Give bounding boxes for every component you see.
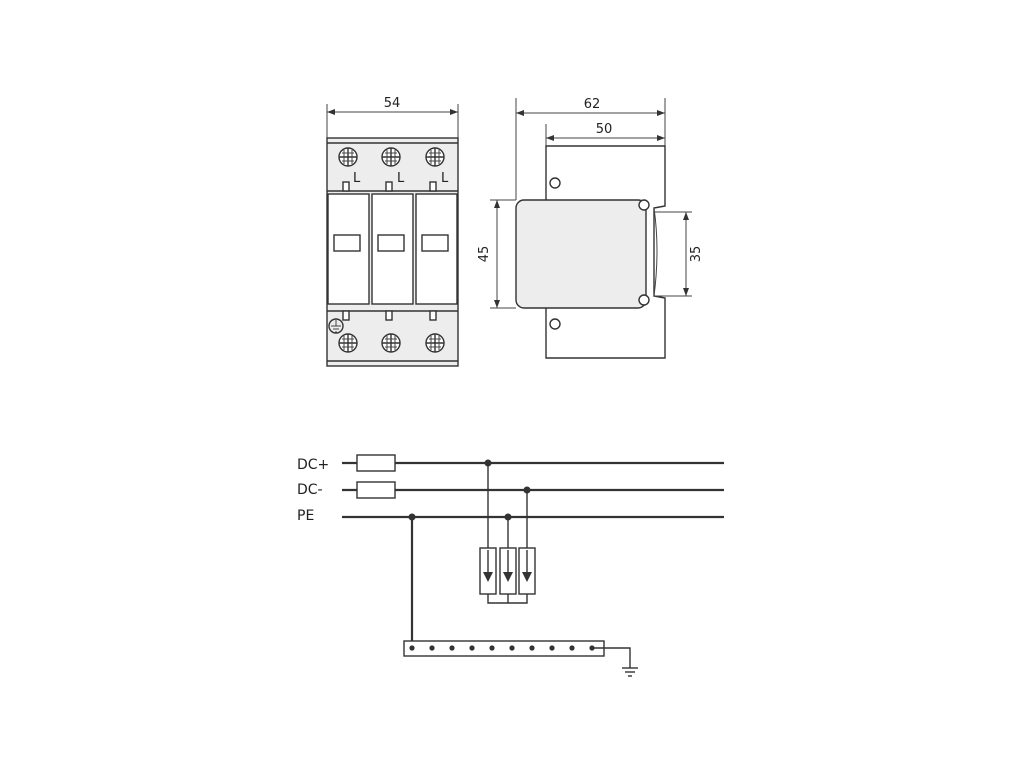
line-label-dc-minus: DC- (297, 482, 323, 498)
dim-label-45: 45 (477, 246, 492, 263)
screw-terminal-icon (381, 333, 401, 353)
ground-icon (622, 667, 638, 677)
dim-label-62: 62 (584, 97, 601, 112)
module-window-1 (333, 234, 361, 252)
side-module-block (515, 199, 647, 309)
dim-side-width: 62 (515, 97, 666, 200)
dim-label-35: 35 (689, 246, 704, 263)
arrester-icon (518, 547, 536, 595)
dim-front-width: 54 (326, 96, 459, 138)
fuse-icon (356, 454, 396, 472)
wiring-diagram: DC+ DC- PE (297, 454, 724, 677)
dim-rail-height: 35 (654, 211, 704, 297)
terminal-label-2: L (397, 171, 405, 186)
dim-side-height: 45 (477, 199, 516, 309)
module-window-3 (421, 234, 449, 252)
module-2 (371, 193, 414, 305)
arrester-icon (499, 547, 517, 595)
module-window-2 (377, 234, 405, 252)
module-3 (415, 193, 458, 305)
screw-terminal-icon (381, 147, 401, 167)
dim-label-54: 54 (384, 96, 401, 111)
terminal-label-1: L (353, 171, 361, 186)
dim-side-rail-width: 50 (545, 122, 665, 146)
module-1 (327, 193, 370, 305)
screw-terminal-icon (425, 147, 445, 167)
earth-terminal-icon (328, 318, 344, 334)
screw-terminal-icon (338, 333, 358, 353)
dim-label-50: 50 (596, 122, 613, 137)
front-view: 54 (326, 96, 459, 367)
line-label-pe: PE (297, 508, 314, 524)
screw-terminal-icon (338, 147, 358, 167)
screw-terminal-icon (425, 333, 445, 353)
side-view: 62 50 45 (477, 97, 704, 359)
line-label-dc-plus: DC+ (297, 457, 329, 473)
arrester-icon (479, 547, 497, 595)
terminal-label-3: L (441, 171, 449, 186)
fuse-icon (356, 481, 396, 499)
